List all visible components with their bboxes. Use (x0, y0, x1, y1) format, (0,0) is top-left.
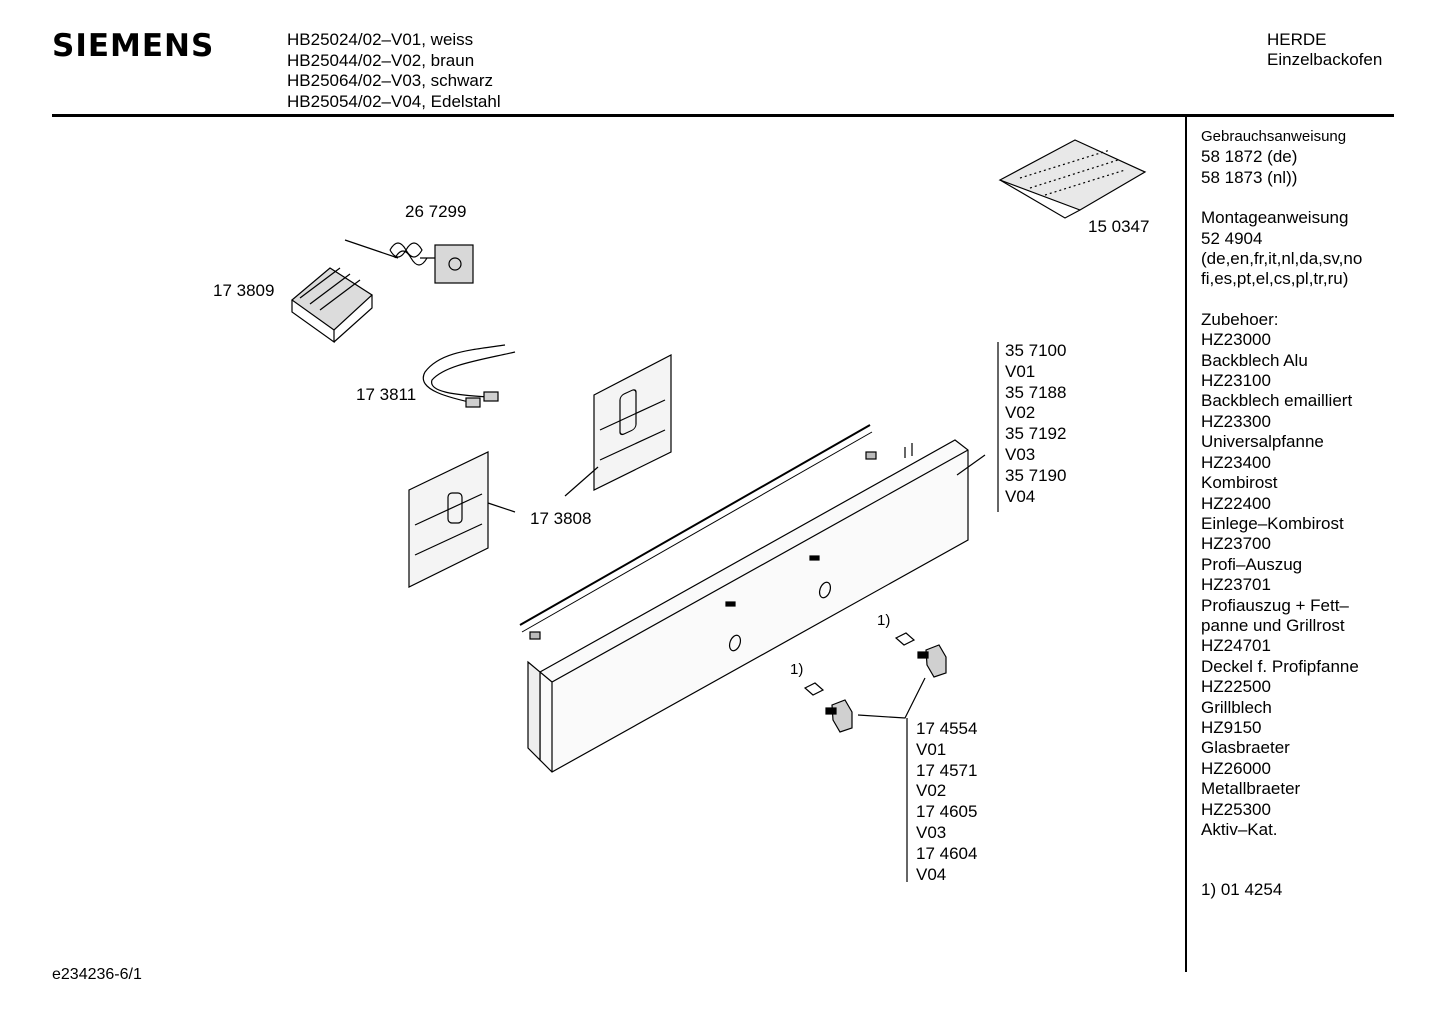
part-label-bracket: 17 3808 (530, 509, 592, 528)
accessory-line: Backblech emailliert (1201, 391, 1353, 411)
variant-line: V04 (916, 864, 947, 884)
variant-line: 17 4604 (916, 843, 978, 863)
leader-line (487, 502, 516, 513)
category-subtitle: Einzelbackofen (1267, 50, 1383, 69)
header-divider (52, 114, 1394, 117)
model-line: HB25054/02–V04, Edelstahl (287, 91, 501, 111)
variant-line: 35 7192 (1005, 424, 1067, 444)
screw-bag-icon (998, 139, 1147, 219)
model-line: HB25044/02–V02, braun (287, 50, 475, 70)
bracket-icon (593, 354, 672, 491)
variant-line: 35 7100 (1005, 341, 1067, 360)
accessory-line: Glasbraeter (1201, 738, 1290, 758)
variant-line: V04 (1005, 486, 1036, 506)
category-title: HERDE (1267, 30, 1327, 49)
accessory-line: HZ25300 (1201, 799, 1271, 819)
switch-icon (291, 267, 373, 344)
model-line: HB25064/02–V03, schwarz (287, 71, 494, 90)
knob-icon (917, 644, 947, 678)
spacer-icon (803, 632, 916, 696)
variant-line: V02 (1005, 403, 1036, 423)
accessory-line: HZ24701 (1201, 636, 1271, 656)
knob-icon (825, 699, 853, 733)
variant-line: V01 (916, 739, 947, 759)
variant-line: 17 4605 (916, 802, 978, 822)
sidebar: Gebrauchsanweisung 58 1872 (de) 58 1873 … (1201, 127, 1362, 901)
accessory-line: Deckel f. Profipfanne (1201, 656, 1359, 676)
note-marker: 1) (790, 661, 804, 678)
accessory-line: HZ9150 (1201, 717, 1262, 737)
brand-logo: SIEMENS (52, 28, 215, 64)
accessory-line: HZ23701 (1201, 575, 1271, 595)
accessory-line: HZ22500 (1201, 677, 1271, 697)
assembly-label: Montageanweisung (1201, 208, 1349, 228)
accessory-line: panne und Grillrost (1201, 615, 1345, 635)
sidebar-divider (1185, 117, 1187, 972)
variant-line: 17 4571 (916, 760, 978, 780)
accessory-line: Profiauszug + Fett– (1201, 595, 1349, 615)
variant-line: V01 (1005, 361, 1036, 381)
part-label-thermostat: 26 7299 (405, 202, 467, 221)
note-marker: 1) (877, 612, 891, 629)
model-line: HB25024/02–V01, weiss (287, 30, 474, 49)
variant-line: V03 (1005, 444, 1036, 464)
manual-label: Gebrauchsanweisung (1201, 128, 1347, 145)
manual-code: 58 1873 (nl)) (1201, 167, 1298, 187)
accessory-line: Universalpfanne (1201, 432, 1324, 452)
accessory-line: Einlege–Kombirost (1201, 513, 1344, 533)
assembly-code: 52 4904 (1201, 228, 1263, 248)
accessory-line: Grillblech (1201, 697, 1272, 717)
accessory-line: HZ22400 (1201, 493, 1271, 513)
seal-strip-icon (519, 424, 877, 640)
footnote: 1) 01 4254 (1201, 880, 1283, 900)
thermostat-icon (344, 239, 474, 284)
accessory-line: Aktiv–Kat. (1201, 820, 1278, 839)
leader-line (956, 454, 986, 476)
variant-line: 35 7190 (1005, 465, 1067, 485)
accessory-line: HZ26000 (1201, 758, 1271, 778)
category-block: HERDE Einzelbackofen (1267, 30, 1382, 70)
accessory-line: HZ23000 (1201, 330, 1271, 350)
bracket-icon (408, 451, 489, 588)
accessory-line: HZ23100 (1201, 371, 1271, 391)
part-label-cable: 17 3811 (356, 385, 417, 404)
variant-line: V02 (916, 781, 947, 801)
accessories-label: Zubehoer: (1201, 309, 1279, 329)
accessory-line: Kombirost (1201, 473, 1278, 493)
document-id: e234236-6/1 (52, 966, 142, 983)
accessory-line: HZ23400 (1201, 452, 1271, 472)
panel-variant-list: 35 7100 V01 35 7188 V02 35 7192 V03 35 7… (1005, 341, 1066, 507)
cable-icon (422, 344, 516, 408)
control-panel-icon (527, 439, 969, 773)
variant-line: V03 (916, 822, 947, 842)
model-list: HB25024/02–V01, weiss HB25044/02–V02, br… (287, 30, 501, 112)
accessory-line: HZ23300 (1201, 411, 1271, 431)
leader-line (857, 677, 926, 719)
variant-line: 35 7188 (1005, 382, 1067, 402)
part-label-screw-bag: 15 0347 (1088, 217, 1150, 236)
leader-line (564, 466, 599, 497)
part-label-switch: 17 3809 (213, 281, 275, 300)
assembly-langs: fi,es,pt,el,cs,pl,tr,ru) (1201, 269, 1349, 289)
accessory-line: Backblech Alu (1201, 350, 1308, 370)
exploded-diagram (291, 139, 1147, 882)
variant-line: 17 4554 (916, 719, 978, 738)
knob-variant-list: 17 4554 V01 17 4571 V02 17 4605 V03 17 4… (916, 719, 977, 885)
manual-code: 58 1872 (de) (1201, 147, 1298, 167)
assembly-langs: (de,en,fr,it,nl,da,sv,no (1201, 249, 1363, 269)
accessory-line: Metallbraeter (1201, 779, 1301, 799)
accessory-line: HZ23700 (1201, 534, 1271, 554)
accessory-line: Profi–Auszug (1201, 554, 1303, 574)
